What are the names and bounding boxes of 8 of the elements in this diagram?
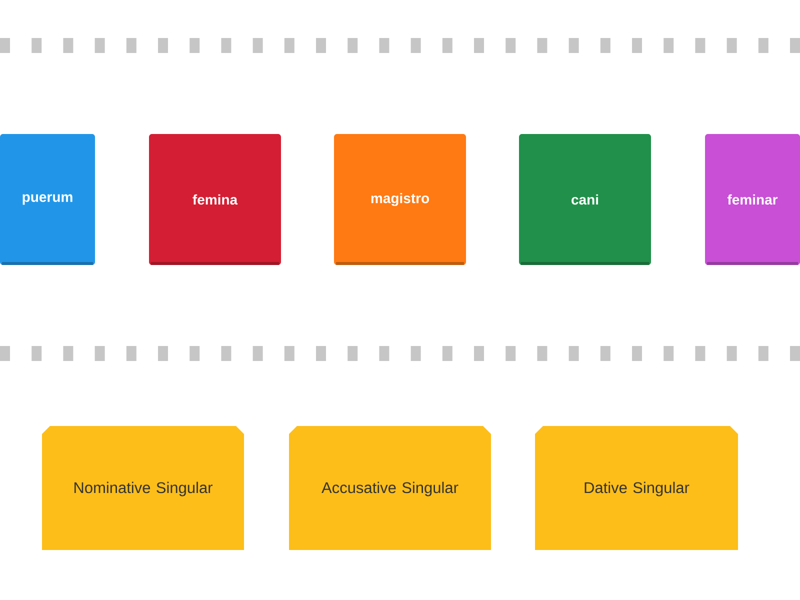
answer-card: Dative Singular — [535, 426, 738, 550]
answer-card: Nominative Singular — [42, 426, 244, 550]
word-tile: puerum — [0, 134, 95, 265]
word-tile: feminar — [705, 134, 800, 265]
word-tile: magistro — [334, 134, 466, 265]
word-tile: femina — [149, 134, 281, 265]
answer-card: Accusative Singular — [289, 426, 491, 550]
word-tile: cani — [519, 134, 651, 265]
